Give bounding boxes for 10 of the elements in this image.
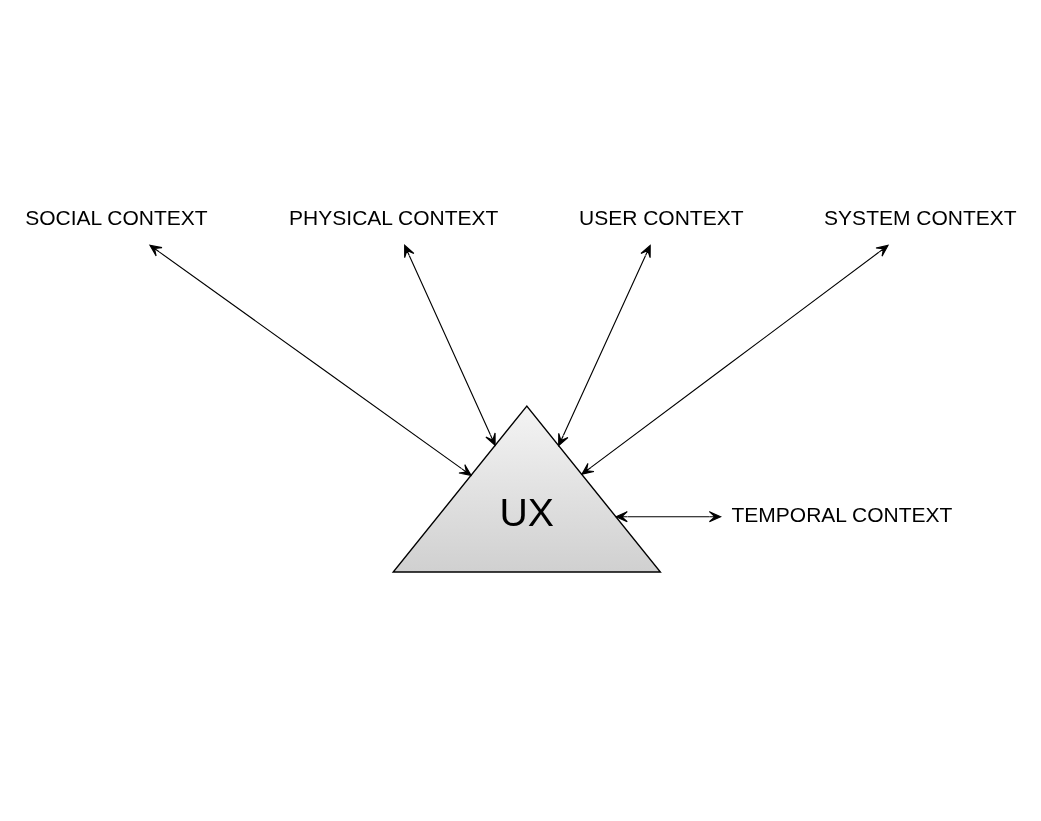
node-text: SYSTEM CONTEXT [824,205,1017,229]
arrow [615,510,722,522]
node-text: SOCIAL CONTEXT [25,205,208,229]
arrow [581,244,889,475]
arrow [558,244,651,446]
arrow [149,244,472,476]
node-text: TEMPORAL CONTEXT [731,502,953,526]
node-text: USER CONTEXT [579,205,744,229]
node-text: PHYSICAL CONTEXT [289,205,499,229]
arrow [404,244,496,446]
